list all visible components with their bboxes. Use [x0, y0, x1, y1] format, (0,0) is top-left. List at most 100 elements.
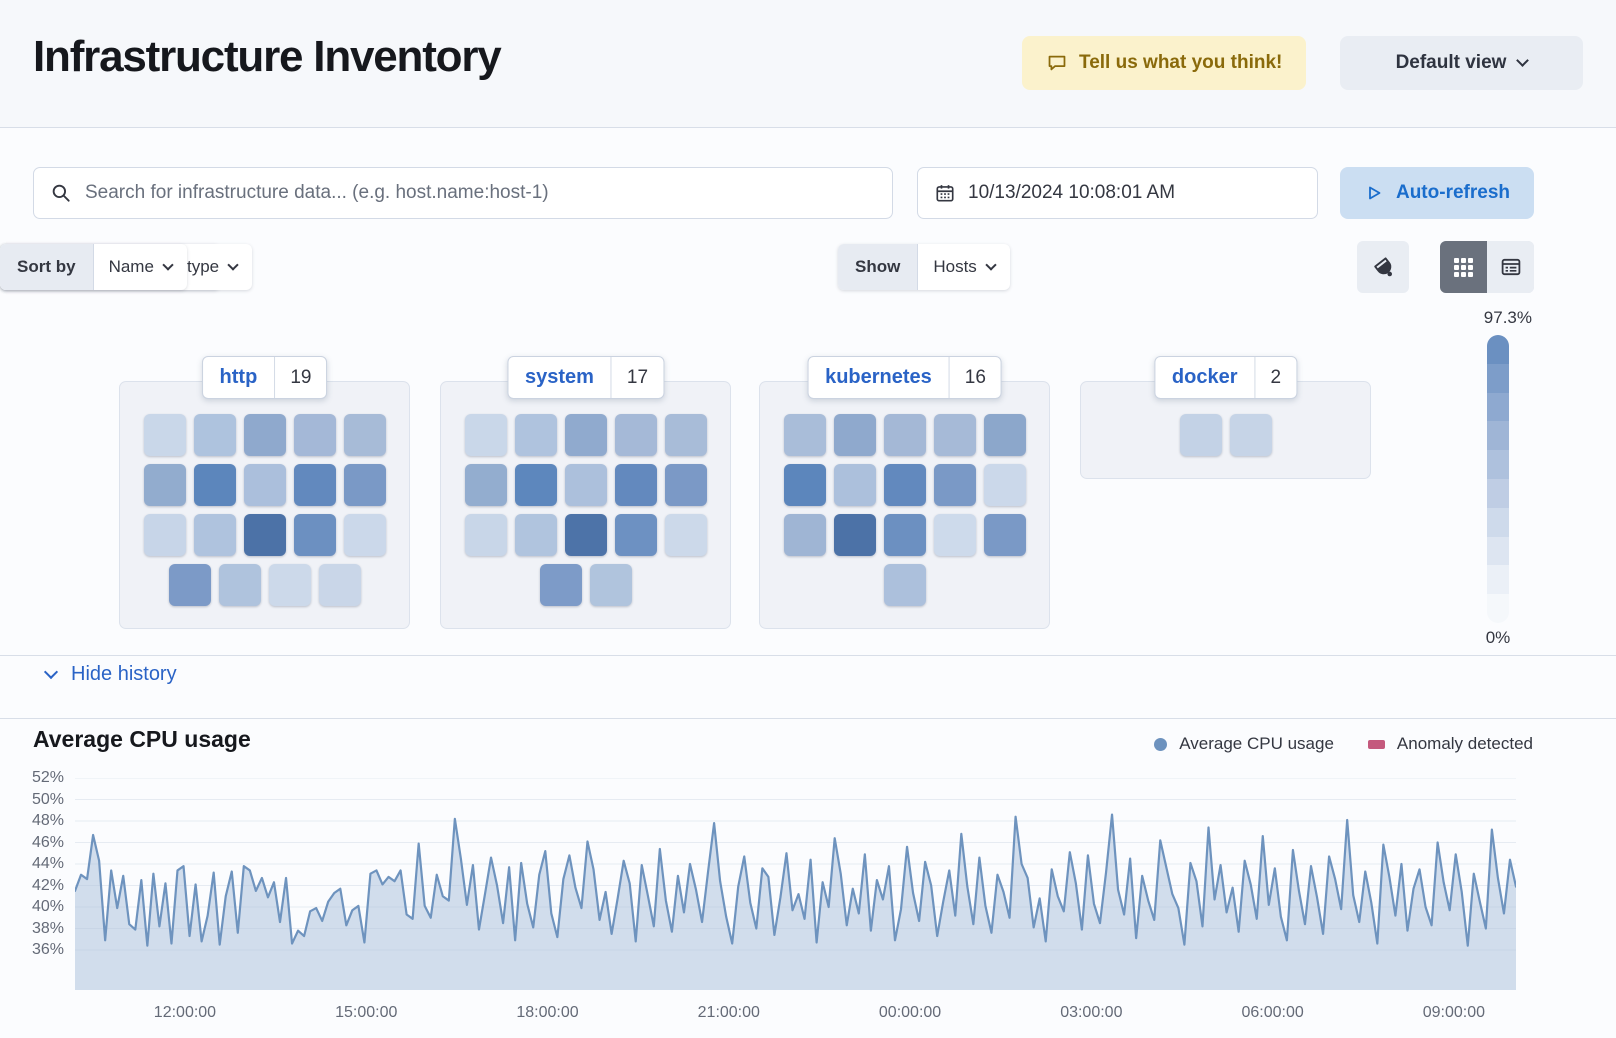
host-waffle-cell[interactable]: [1179, 414, 1222, 456]
group-name-link[interactable]: docker: [1171, 366, 1238, 388]
host-waffle-cell[interactable]: [983, 414, 1026, 456]
host-waffle-cell[interactable]: [664, 514, 707, 556]
y-axis-tick: 36%: [31, 941, 64, 958]
legend-label: Average CPU usage: [1179, 734, 1334, 753]
host-waffle-cell[interactable]: [464, 514, 507, 556]
host-waffle-cell[interactable]: [268, 564, 311, 606]
x-axis-tick: 12:00:00: [153, 1004, 217, 1021]
host-waffle-cell[interactable]: [193, 414, 236, 456]
sort-by-control-select[interactable]: Name: [94, 244, 187, 290]
host-waffle-cell[interactable]: [883, 564, 926, 606]
host-waffle-cell[interactable]: [514, 514, 557, 556]
host-waffle-cell[interactable]: [318, 564, 361, 606]
hide-history-label: Hide history: [71, 663, 177, 685]
host-waffle-cell[interactable]: [243, 464, 286, 506]
sort-by-control: Sort by Name: [0, 244, 187, 290]
host-waffle-cell[interactable]: [243, 514, 286, 556]
chevron-down-icon: [985, 259, 997, 271]
host-waffle-cell[interactable]: [883, 414, 926, 456]
host-waffle-cell[interactable]: [983, 464, 1026, 506]
table-view-icon: [1499, 255, 1523, 279]
host-waffle-cell[interactable]: [243, 414, 286, 456]
x-axis-tick: 06:00:00: [1241, 1004, 1304, 1021]
host-waffle-cell[interactable]: [783, 464, 826, 506]
host-waffle-cell[interactable]: [293, 514, 336, 556]
legend-max-value: 97.3%: [1483, 308, 1532, 327]
host-waffle-cell[interactable]: [539, 564, 582, 606]
host-waffle-cell[interactable]: [614, 464, 657, 506]
host-waffle-cell[interactable]: [933, 464, 976, 506]
grid-view-button[interactable]: [1440, 241, 1487, 293]
group-name-link[interactable]: system: [524, 366, 594, 388]
host-waffle-cell[interactable]: [343, 414, 386, 456]
show-control-value: Hosts: [933, 257, 977, 276]
group-name-link[interactable]: kubernetes: [825, 366, 932, 388]
host-waffle-cell[interactable]: [143, 414, 186, 456]
legend-rect-marker: [1367, 739, 1385, 749]
host-waffle-cell[interactable]: [933, 514, 976, 556]
host-waffle-cell[interactable]: [833, 514, 876, 556]
host-waffle-cell[interactable]: [883, 464, 926, 506]
x-axis-tick: 15:00:00: [335, 1004, 398, 1021]
host-waffle-cell[interactable]: [589, 564, 632, 606]
chevron-down-icon: [227, 259, 239, 271]
page-title: Infrastructure Inventory: [33, 32, 502, 81]
view-selector-button[interactable]: Default view: [1340, 36, 1583, 90]
host-waffle-cell[interactable]: [343, 514, 386, 556]
feedback-button-label: Tell us what you think!: [1079, 52, 1283, 73]
host-waffle-cell[interactable]: [464, 464, 507, 506]
legend-item[interactable]: Average CPU usage: [1154, 734, 1334, 754]
date-picker[interactable]: 10/13/2024 10:08:01 AM: [917, 167, 1318, 219]
host-waffle-cell[interactable]: [883, 514, 926, 556]
host-waffle-cell[interactable]: [833, 414, 876, 456]
legend-item[interactable]: Anomaly detected: [1367, 734, 1533, 754]
host-waffle-cell[interactable]: [514, 464, 557, 506]
host-waffle-cell[interactable]: [168, 564, 211, 606]
table-view-button[interactable]: [1487, 241, 1534, 293]
host-waffle-cell[interactable]: [783, 514, 826, 556]
color-palette-button[interactable]: [1357, 241, 1409, 293]
show-control-select[interactable]: Hosts: [918, 244, 1009, 290]
host-waffle-cell[interactable]: [983, 514, 1026, 556]
legend-min-value: 0%: [1485, 628, 1511, 647]
y-axis-tick: 46%: [31, 833, 64, 851]
host-waffle-cell[interactable]: [564, 514, 607, 556]
grid-view-icon: [1454, 257, 1473, 277]
calendar-icon: [934, 182, 956, 204]
auto-refresh-button[interactable]: Auto-refresh: [1340, 167, 1534, 219]
search-box[interactable]: [33, 167, 893, 219]
hide-history-toggle[interactable]: Hide history: [43, 663, 177, 686]
host-waffle-cell[interactable]: [933, 414, 976, 456]
host-waffle-cell[interactable]: [564, 464, 607, 506]
color-scale-step: [1487, 421, 1509, 451]
x-axis-tick: 21:00:00: [697, 1004, 760, 1021]
feedback-button[interactable]: Tell us what you think!: [1022, 36, 1307, 90]
date-picker-value: 10/13/2024 10:08:01 AM: [968, 182, 1176, 203]
host-waffle-cell[interactable]: [1229, 414, 1272, 456]
host-waffle-cell[interactable]: [614, 514, 657, 556]
host-waffle-cell[interactable]: [614, 414, 657, 456]
host-waffle-cell[interactable]: [293, 414, 336, 456]
host-waffle-cell[interactable]: [218, 564, 261, 606]
host-waffle-cell[interactable]: [833, 464, 876, 506]
host-waffle-cell[interactable]: [464, 414, 507, 456]
host-waffle-cell[interactable]: [564, 414, 607, 456]
host-waffle-cell[interactable]: [143, 514, 186, 556]
host-waffle-cell[interactable]: [514, 414, 557, 456]
group-name-link[interactable]: http: [219, 366, 258, 388]
host-waffle-cell[interactable]: [143, 464, 186, 506]
search-input[interactable]: [85, 182, 876, 204]
host-waffle-cell[interactable]: [783, 414, 826, 456]
host-waffle-cell[interactable]: [343, 464, 386, 506]
chevron-down-icon: [1516, 54, 1530, 67]
host-waffle-cell[interactable]: [293, 464, 336, 506]
host-waffle-cell[interactable]: [664, 464, 707, 506]
host-waffle-cell[interactable]: [193, 464, 236, 506]
group-count: 17: [626, 366, 649, 388]
host-waffle-cell[interactable]: [193, 514, 236, 556]
legend-label: Anomaly detected: [1396, 734, 1533, 753]
host-waffle-cell[interactable]: [664, 414, 707, 456]
